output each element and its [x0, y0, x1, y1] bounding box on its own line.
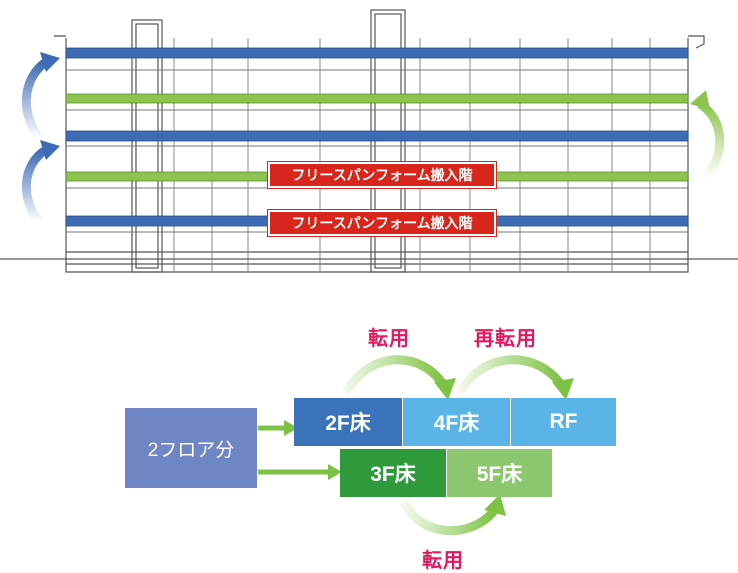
- box-5f: 5F床: [446, 449, 552, 497]
- convert-arrow-bottom: [399, 499, 500, 535]
- box-3f: 3F床: [340, 449, 446, 497]
- label-reconvert-top: 再転用: [474, 328, 537, 350]
- reconvert-arrow-top: [456, 355, 566, 395]
- floor-bars: [65, 47, 689, 227]
- label-convert-bottom: 転用: [422, 550, 464, 572]
- left-arrows: [22, 52, 60, 226]
- label-convert-top: 転用: [368, 328, 410, 350]
- curved-arrow-up-icon: [22, 58, 49, 141]
- arrowhead-icon: [40, 52, 60, 72]
- box-4f: 4F床: [402, 398, 510, 446]
- convert-arrow-top: [342, 355, 448, 395]
- building-outline: [54, 9, 705, 273]
- delivery-floor-tag-lower: フリースパンフォーム搬入階: [268, 210, 496, 236]
- arrow-right-icon: [328, 464, 342, 480]
- floor-bar-4f: [65, 130, 689, 142]
- floor-bar-rf: [65, 47, 689, 59]
- curved-arrow-up-icon: [22, 146, 49, 226]
- arrowhead-icon: [552, 378, 574, 400]
- arrowhead-icon: [434, 378, 456, 400]
- arrowhead-icon: [40, 140, 60, 160]
- flow-arrows: [258, 355, 574, 535]
- right-arrow: [690, 90, 725, 181]
- box-2f: 2F床: [294, 398, 402, 446]
- curved-arrow-up-icon: [697, 100, 725, 181]
- delivery-floor-tag-upper: フリースパンフォーム搬入階: [268, 162, 496, 188]
- floor-bar-5f: [65, 93, 689, 104]
- source-box: 2フロア分: [125, 408, 257, 488]
- arrowhead-icon: [484, 494, 506, 516]
- box-rf: RF: [510, 398, 616, 446]
- arrowhead-icon: [690, 90, 710, 110]
- arrow-right-icon: [284, 420, 298, 436]
